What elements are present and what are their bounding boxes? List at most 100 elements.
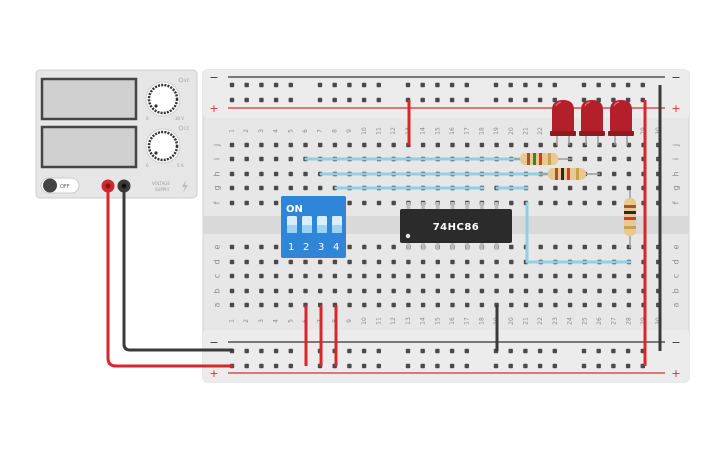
hole[interactable] <box>303 142 308 148</box>
hole[interactable] <box>376 244 382 250</box>
hole[interactable] <box>288 302 293 308</box>
hole[interactable] <box>582 288 587 294</box>
hole[interactable] <box>420 273 426 279</box>
hole[interactable] <box>259 259 264 265</box>
hole[interactable] <box>420 288 426 294</box>
hole[interactable] <box>597 273 602 279</box>
hole[interactable] <box>405 363 411 369</box>
hole[interactable] <box>553 273 558 279</box>
hole[interactable] <box>450 288 455 294</box>
hole[interactable] <box>450 302 455 308</box>
hole[interactable] <box>391 273 396 279</box>
hole[interactable] <box>553 288 558 294</box>
hole[interactable] <box>509 259 514 265</box>
hole[interactable] <box>538 288 543 294</box>
hole[interactable] <box>376 288 382 294</box>
hole[interactable] <box>465 273 470 279</box>
hole[interactable] <box>347 363 352 369</box>
led-3[interactable] <box>608 100 634 145</box>
ic-chip[interactable]: 74HC86 <box>400 202 512 250</box>
hole[interactable] <box>420 142 426 148</box>
hole[interactable] <box>567 288 573 294</box>
hole[interactable] <box>303 171 308 177</box>
hole[interactable] <box>465 302 470 308</box>
hole[interactable] <box>376 97 381 103</box>
hole[interactable] <box>229 82 235 88</box>
hole[interactable] <box>347 244 352 250</box>
hole[interactable] <box>229 185 235 191</box>
hole[interactable] <box>523 142 529 148</box>
hole[interactable] <box>259 244 264 250</box>
hole[interactable] <box>391 200 396 206</box>
hole[interactable] <box>509 288 514 294</box>
hole[interactable] <box>244 200 249 206</box>
hole[interactable] <box>479 259 485 265</box>
hole[interactable] <box>229 156 235 162</box>
hole[interactable] <box>597 244 602 250</box>
hole[interactable] <box>449 97 455 103</box>
hole[interactable] <box>435 302 440 308</box>
hole[interactable] <box>582 200 587 206</box>
hole[interactable] <box>435 259 440 265</box>
hole[interactable] <box>479 273 485 279</box>
hole[interactable] <box>597 185 602 191</box>
hole[interactable] <box>538 142 543 148</box>
hole[interactable] <box>406 288 411 294</box>
hole[interactable] <box>229 244 235 250</box>
hole[interactable] <box>523 288 529 294</box>
hole[interactable] <box>347 273 352 279</box>
hole[interactable] <box>259 142 264 148</box>
hole[interactable] <box>229 171 235 177</box>
hole[interactable] <box>318 259 323 265</box>
hole[interactable] <box>273 82 279 88</box>
current-knob[interactable] <box>145 128 181 164</box>
hole[interactable] <box>259 171 264 177</box>
hole[interactable] <box>612 171 617 177</box>
hole[interactable] <box>596 348 601 354</box>
hole[interactable] <box>523 363 528 369</box>
hole[interactable] <box>347 348 352 354</box>
hole[interactable] <box>611 363 616 369</box>
hole[interactable] <box>435 82 440 88</box>
hole[interactable] <box>449 363 455 369</box>
hole[interactable] <box>509 200 514 206</box>
hole[interactable] <box>347 142 352 148</box>
hole[interactable] <box>465 288 470 294</box>
hole[interactable] <box>244 142 249 148</box>
hole[interactable] <box>493 97 499 103</box>
hole[interactable] <box>494 259 499 265</box>
hole[interactable] <box>509 142 514 148</box>
hole[interactable] <box>273 288 279 294</box>
hole[interactable] <box>582 185 587 191</box>
hole[interactable] <box>391 244 396 250</box>
hole[interactable] <box>376 259 382 265</box>
hole[interactable] <box>537 363 543 369</box>
hole[interactable] <box>538 302 543 308</box>
hole[interactable] <box>435 348 440 354</box>
resistor-1[interactable] <box>514 153 572 165</box>
hole[interactable] <box>494 142 499 148</box>
hole[interactable] <box>625 348 631 354</box>
hole[interactable] <box>597 156 602 162</box>
hole[interactable] <box>567 244 573 250</box>
hole[interactable] <box>509 244 514 250</box>
hole[interactable] <box>509 302 514 308</box>
voltage-knob[interactable] <box>145 81 181 117</box>
hole[interactable] <box>582 273 587 279</box>
wire-psu-positive[interactable] <box>106 190 233 368</box>
hole[interactable] <box>464 82 469 88</box>
hole[interactable] <box>449 348 455 354</box>
hole[interactable] <box>273 244 279 250</box>
hole[interactable] <box>582 156 587 162</box>
power-supply[interactable]: 0 30 V 0 5 A VC CC OFF VOLTAGE SUPPLY <box>35 69 198 199</box>
hole[interactable] <box>406 259 411 265</box>
hole[interactable] <box>625 363 631 369</box>
hole[interactable] <box>376 302 382 308</box>
hole[interactable] <box>259 288 264 294</box>
hole[interactable] <box>288 348 293 354</box>
led-1[interactable] <box>550 100 576 145</box>
hole[interactable] <box>273 273 279 279</box>
hole[interactable] <box>259 273 264 279</box>
hole[interactable] <box>420 363 425 369</box>
hole[interactable] <box>611 82 616 88</box>
